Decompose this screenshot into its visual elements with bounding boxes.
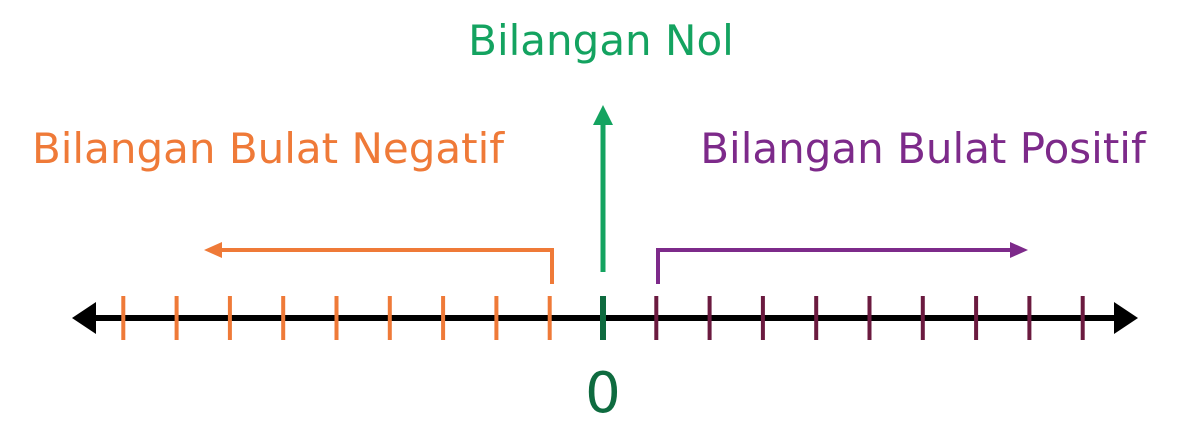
zero-title: Bilangan Nol [468, 16, 734, 65]
axis-right-arrowhead [1114, 302, 1138, 334]
positive-title: Bilangan Bulat Positif [700, 124, 1147, 173]
negative-direction-arrow [204, 242, 554, 284]
zero-up-arrow [593, 105, 613, 272]
negative-ticks [121, 296, 552, 340]
zero-value-label: 0 [585, 361, 621, 426]
positive-ticks [654, 296, 1085, 340]
negative-title: Bilangan Bulat Negatif [32, 124, 505, 173]
positive-direction-arrow [656, 242, 1028, 284]
axis-left-arrowhead [72, 302, 96, 334]
